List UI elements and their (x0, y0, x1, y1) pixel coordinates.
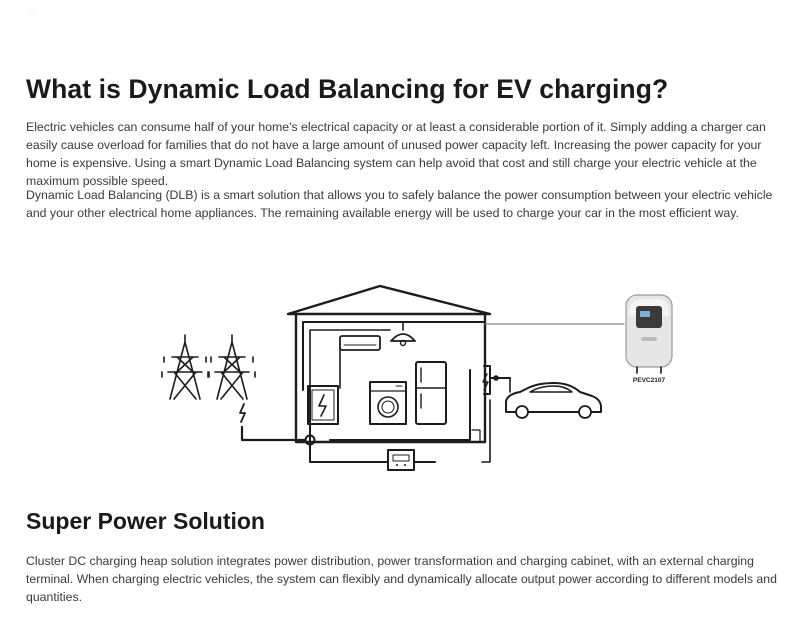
page-title: What is Dynamic Load Balancing for EV ch… (26, 74, 669, 104)
distribution-box-icon (307, 385, 339, 425)
washing-machine-icon (369, 381, 407, 425)
wallbox-charger-icon (625, 294, 673, 374)
intro-paragraph-2: Dynamic Load Balancing (DLB) is a smart … (26, 188, 773, 220)
ceiling-lamp-icon (390, 321, 416, 347)
load-balancing-diagram: PEVC2107 (161, 284, 673, 471)
air-conditioner-icon (339, 335, 381, 351)
power-tower-icon (161, 334, 209, 400)
energy-meter-icon (387, 449, 415, 471)
charger-model-label: PEVC2107 (633, 377, 666, 384)
fridge-icon (415, 361, 447, 425)
section-heading: Super Power Solution (26, 508, 265, 534)
car-icon (505, 377, 602, 419)
house-icon (286, 284, 492, 444)
decorative-speck: · · (28, 8, 36, 17)
section-paragraph: Cluster DC charging heap solution integr… (26, 554, 777, 604)
intro-paragraph-1: Electric vehicles can consume half of yo… (26, 120, 766, 188)
lightning-icon (239, 403, 246, 423)
power-tower-icon (208, 334, 256, 400)
